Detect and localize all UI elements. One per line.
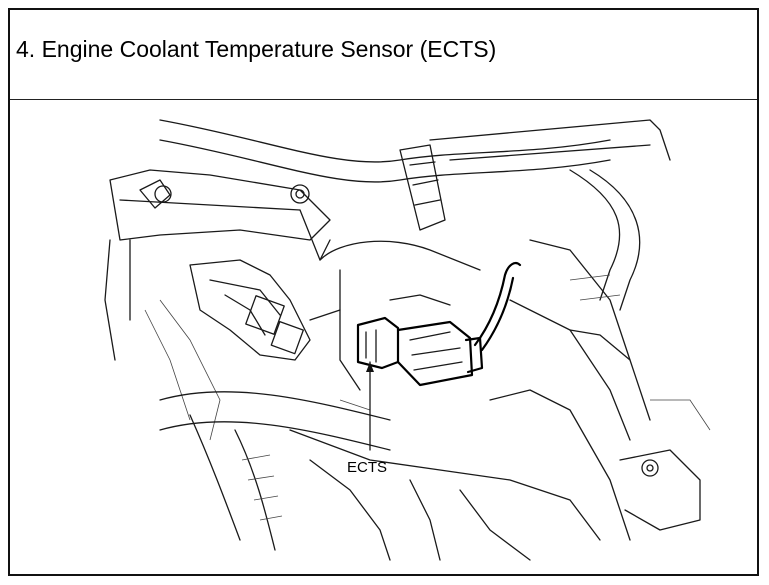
engine-drawing: ECTS	[104, 119, 711, 561]
left-connector-cluster	[144, 259, 311, 441]
figure-frame: 4. Engine Coolant Temperature Sensor (EC…	[8, 8, 759, 576]
upper-hoses	[159, 119, 671, 311]
title-bar: 4. Engine Coolant Temperature Sensor (EC…	[10, 10, 757, 100]
right-components	[489, 239, 711, 541]
ects-sensor	[356, 316, 484, 387]
lower-block	[289, 399, 601, 561]
thermostat-housing	[309, 240, 481, 391]
ects-callout: ECTS	[347, 361, 387, 476]
intake-manifold	[104, 169, 331, 361]
sensor-wire-harness	[473, 261, 522, 352]
callout-arrowhead	[366, 362, 374, 372]
engine-illustration: ECTS	[10, 100, 757, 574]
page-title: 4. Engine Coolant Temperature Sensor (EC…	[16, 36, 497, 62]
callout-label-ects: ECTS	[347, 459, 387, 476]
coolant-pipe-lower	[159, 391, 391, 551]
